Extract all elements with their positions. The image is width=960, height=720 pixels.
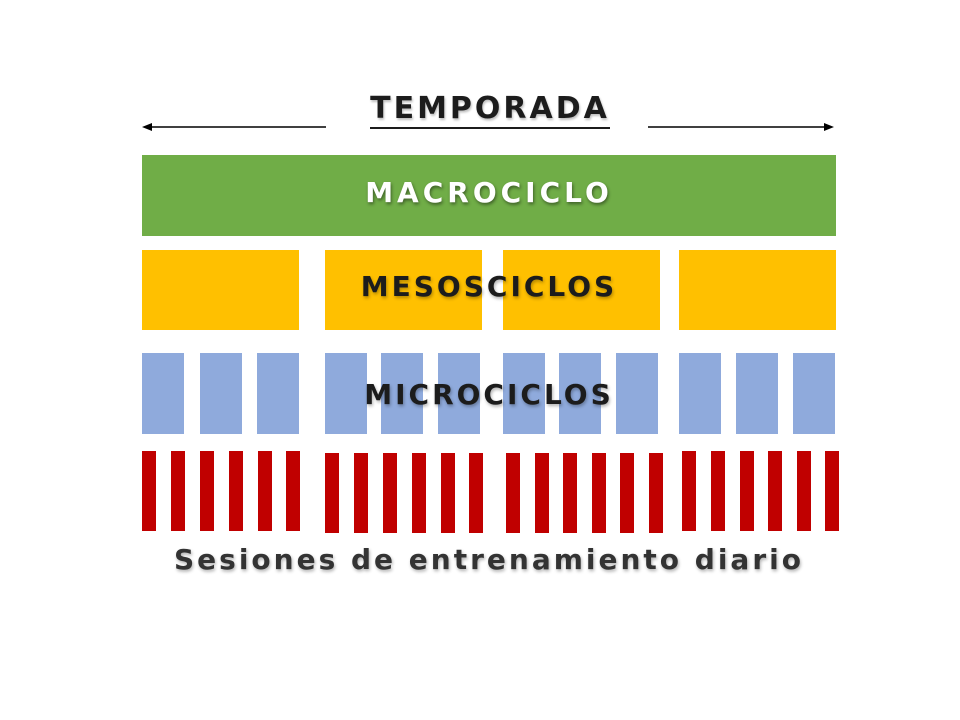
session-bar <box>412 453 426 533</box>
microcycle-block <box>616 353 658 434</box>
session-bar <box>711 451 725 531</box>
microcycle-block <box>503 353 545 434</box>
session-bar <box>620 453 634 533</box>
microcycle-block <box>381 353 423 434</box>
microcycle-block <box>679 353 721 434</box>
microcycle-block <box>257 353 299 434</box>
session-bar <box>592 453 606 533</box>
mesocycle-block <box>325 250 482 330</box>
microcycle-block <box>142 353 184 434</box>
microcycles-label: MICROCICLOS <box>364 378 614 411</box>
microcycle-block <box>200 353 242 434</box>
macrocycle-label: MACROCICLO <box>365 176 613 209</box>
daily-sessions-label: Sesiones de entrenamiento diario <box>174 543 804 576</box>
session-bar <box>506 453 520 533</box>
left-arrow-icon <box>142 123 326 131</box>
mesocycles-label: MESOSCICLOS <box>360 270 618 303</box>
session-bar <box>258 451 272 531</box>
session-bar <box>325 453 339 533</box>
session-bar <box>171 451 185 531</box>
session-bar <box>383 453 397 533</box>
session-bar <box>469 453 483 533</box>
session-bar <box>535 453 549 533</box>
session-bar <box>649 453 663 533</box>
right-arrow-icon <box>648 123 834 131</box>
session-bar <box>354 453 368 533</box>
microcycle-block <box>325 353 367 434</box>
mesocycle-block <box>679 250 836 330</box>
session-bar <box>797 451 811 531</box>
session-bar <box>563 453 577 533</box>
session-bar <box>142 451 156 531</box>
mesocycle-block <box>142 250 299 330</box>
microcycle-block <box>438 353 480 434</box>
session-bar <box>229 451 243 531</box>
session-bar <box>682 451 696 531</box>
session-bar <box>740 451 754 531</box>
microcycle-block <box>736 353 778 434</box>
session-bar <box>768 451 782 531</box>
session-bar <box>286 451 300 531</box>
microcycle-block <box>793 353 835 434</box>
session-bar <box>200 451 214 531</box>
macrocycle-bar <box>142 155 836 236</box>
season-title: TEMPORADA <box>340 91 640 129</box>
mesocycle-block <box>503 250 660 330</box>
session-bar <box>825 451 839 531</box>
session-bar <box>441 453 455 533</box>
microcycle-block <box>559 353 601 434</box>
